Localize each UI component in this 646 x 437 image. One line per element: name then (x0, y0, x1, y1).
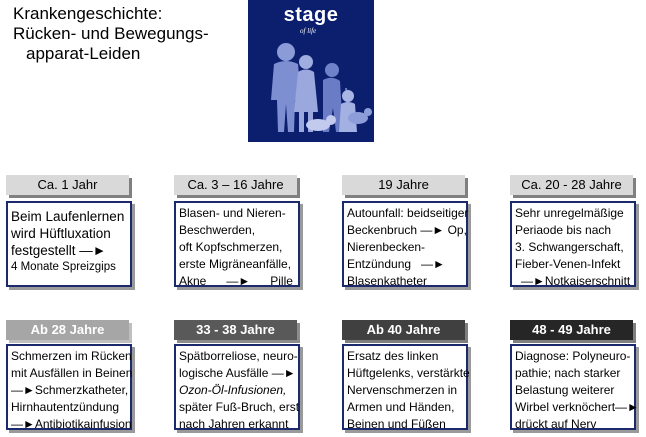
timeline-header-4: Ca. 20 - 28 Jahre (510, 175, 633, 195)
timeline-entry-5: Schmerzen im Rücken mit Ausfällen in Bei… (6, 344, 132, 431)
title-line-2: Rücken- und Bewegungs- (13, 24, 209, 43)
title-line-1: Krankengeschichte: (13, 4, 163, 23)
timeline-header-8: 48 - 49 Jahre (510, 320, 633, 340)
timeline-header-3: 19 Jahre (342, 175, 465, 195)
timeline-entry-2: Blasen- und Nieren- Beschwerden, oft Kop… (174, 201, 300, 288)
timeline-entry-8: Diagnose: Polyneuro- pathie; nach starke… (510, 344, 639, 431)
timeline-header-7: Ab 40 Jahre (342, 320, 465, 340)
title-line-3: apparat-Leiden (26, 44, 141, 63)
timeline-entry-1: Beim Laufenlernen wird Hüftluxation fest… (6, 201, 132, 287)
family-silhouette-icon (271, 43, 372, 133)
stage-of-life-logo: stage of life (248, 0, 374, 142)
timeline-entry-6: Spätborreliose, neuro- logische Ausfälle… (174, 344, 300, 431)
timeline-header-2: Ca. 3 – 16 Jahre (174, 175, 297, 195)
logo-wordmark: stage (283, 4, 339, 26)
timeline-header-6: 33 - 38 Jahre (174, 320, 297, 340)
timeline-entry-7: Ersatz des linken Hüftgelenks, verstärkt… (342, 344, 470, 431)
timeline-header-5: Ab 28 Jahre (6, 320, 129, 340)
timeline-header-1: Ca. 1 Jahr (6, 175, 129, 195)
page-title: Krankengeschichte: Rücken- und Bewegungs… (13, 4, 253, 64)
timeline-entry-4: Sehr unregelmäßige Periaode bis nach 3. … (510, 201, 636, 288)
logo-tagline: of life (300, 27, 317, 35)
timeline-entry-3: Autounfall: beidseitiger Beckenbruch —► … (342, 201, 468, 288)
